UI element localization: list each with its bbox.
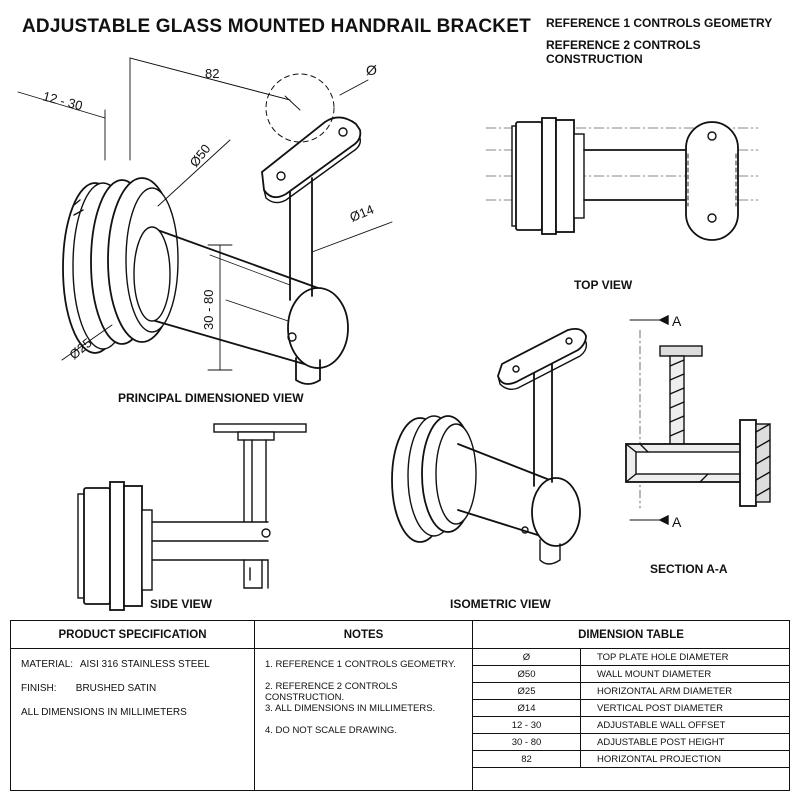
principal-view-label: PRINCIPAL DIMENSIONED VIEW [118,391,304,405]
wall-mount-callout: Ø50 [187,141,214,170]
section-view-label: SECTION A-A [650,562,728,576]
dimension-description: ADJUSTABLE POST HEIGHT [597,737,725,748]
dimension-table: DIMENSION TABLE Ø TOP PLATE HOLE DIAMETE… [473,621,789,790]
note-item: 4. DO NOT SCALE DRAWING. [265,725,397,736]
finish-label: FINISH: [21,683,57,694]
side-view [77,423,307,611]
table-row: Ø14 VERTICAL POST DIAMETER [473,700,789,717]
material-label: MATERIAL: [21,659,74,670]
title-block: PRODUCT SPECIFICATION MATERIAL: AISI 316… [10,620,790,791]
table-row: Ø50 WALL MOUNT DIAMETER [473,666,789,683]
table-row: Ø TOP PLATE HOLE DIAMETER [473,649,789,666]
dimension-symbol: Ø25 [473,683,581,699]
reference-1: REFERENCE 1 CONTROLS GEOMETRY [546,16,773,30]
product-specification: PRODUCT SPECIFICATION MATERIAL: AISI 316… [11,621,255,790]
note-item: 2. REFERENCE 2 CONTROLS CONSTRUCTION. [265,681,398,703]
dimension-symbol: Ø [473,649,581,665]
dimension-table-header: DIMENSION TABLE [473,621,789,649]
finish-value: BRUSHED SATIN [75,683,157,694]
dimension-symbol: 12 - 30 [473,717,581,733]
post-callout: Ø14 [348,202,376,225]
dimension-description: WALL MOUNT DIAMETER [597,669,712,680]
drawing-title: ADJUSTABLE GLASS MOUNTED HANDRAIL BRACKE… [22,16,531,37]
offset-callout: 12 - 30 [41,88,84,113]
table-row: 82 HORIZONTAL PROJECTION [473,751,789,768]
table-row: 12 - 30 ADJUSTABLE WALL OFFSET [473,717,789,734]
isometric-view [391,327,588,565]
dimension-description: VERTICAL POST DIAMETER [597,703,723,714]
section-mark-bottom: A [672,514,682,530]
material-value: AISI 316 STAINLESS STEEL [79,659,210,670]
table-row: Ø25 HORIZONTAL ARM DIAMETER [473,683,789,700]
top-view-label: TOP VIEW [574,278,633,292]
vertical-post [289,177,321,385]
finish-row: FINISH: BRUSHED SATIN [21,683,156,694]
technical-drawing: 12 - 30 82 Ø Ø50 Ø14 30 - 80 Ø25 [17,57,771,611]
horizontal-arm [133,226,349,369]
isometric-view-label: ISOMETRIC VIEW [450,597,551,611]
notes: NOTES 1. REFERENCE 1 CONTROLS GEOMETRY. … [255,621,473,790]
dimension-description: ADJUSTABLE WALL OFFSET [597,720,726,731]
spec-header: PRODUCT SPECIFICATION [11,621,254,649]
principal-dimensions [17,57,393,371]
note-item: 3. ALL DIMENSIONS IN MILLIMETERS. [265,703,436,714]
reference-2: REFERENCE 2 CONTROLS CONSTRUCTION [546,38,701,66]
note-item: 1. REFERENCE 1 CONTROLS GEOMETRY. [265,659,456,670]
table-row: 30 - 80 ADJUSTABLE POST HEIGHT [473,734,789,751]
notes-header: NOTES [255,621,472,649]
dimension-description: HORIZONTAL ARM DIAMETER [597,686,733,697]
dimension-symbol: Ø50 [473,666,581,682]
units-row: ALL DIMENSIONS IN MILLIMETERS [21,707,187,718]
section-mark-top: A [672,313,682,329]
material-row: MATERIAL: AISI 316 STAINLESS STEEL [21,659,210,670]
top-plate [261,73,362,204]
dimension-description: TOP PLATE HOLE DIAMETER [597,652,729,663]
hole-callout: Ø [366,62,377,78]
dimension-symbol: 30 - 80 [473,734,581,750]
dimension-description: HORIZONTAL PROJECTION [597,754,722,765]
height-callout: 30 - 80 [201,290,216,330]
section-view: A A [625,313,771,530]
principal-view: 12 - 30 82 Ø Ø50 Ø14 30 - 80 Ø25 [17,57,393,385]
dimension-symbol: Ø14 [473,700,581,716]
dimension-symbol: 82 [473,751,581,767]
side-view-label: SIDE VIEW [150,597,213,611]
top-view [485,117,759,241]
projection-callout: 82 [205,66,219,81]
